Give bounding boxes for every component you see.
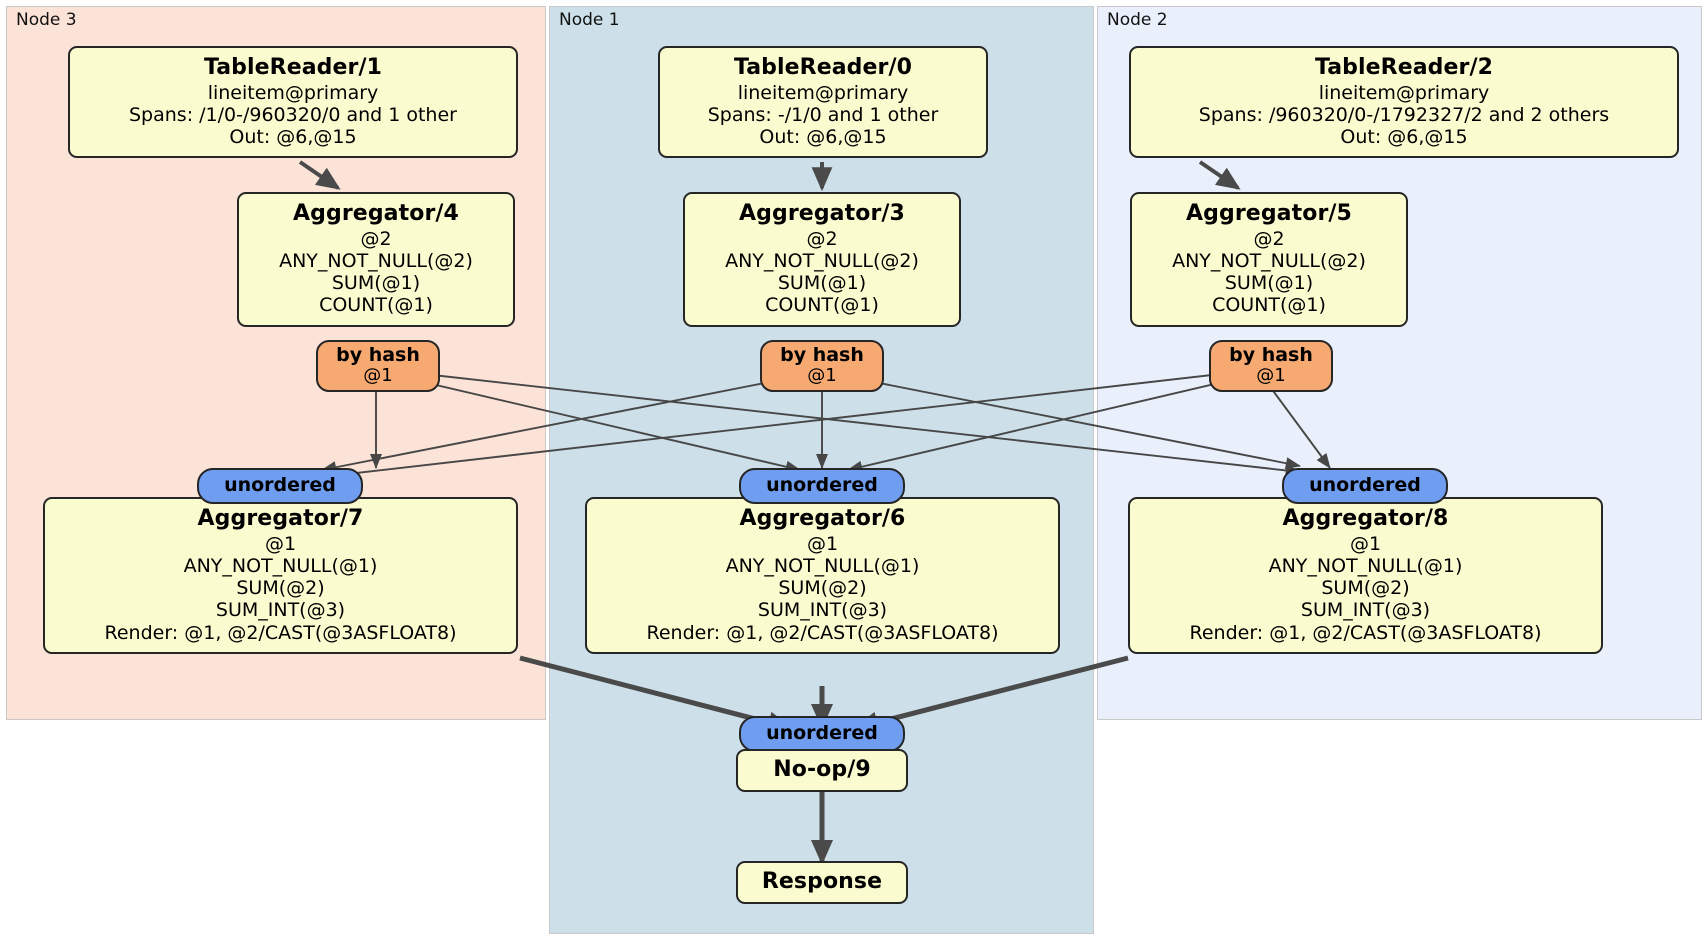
processor-title: Aggregator/4	[293, 201, 459, 226]
processor-title: Aggregator/6	[739, 506, 906, 531]
processor-line: Render: @1, @2/CAST(@3ASFLOAT8)	[646, 621, 999, 644]
hash-router-sub: @1	[363, 365, 393, 387]
processor-aggregator-5[interactable]: Aggregator/5 @2 ANY_NOT_NULL(@2) SUM(@1)…	[1130, 192, 1408, 327]
processor-title: No-op/9	[773, 757, 871, 782]
processor-line: ANY_NOT_NULL(@1)	[725, 554, 920, 577]
processor-line: ANY_NOT_NULL(@1)	[1268, 554, 1463, 577]
processor-line: COUNT(@1)	[1212, 294, 1326, 317]
processor-line: Out: @6,@15	[759, 126, 887, 149]
processor-line: SUM_INT(@3)	[757, 599, 888, 622]
processor-line: @1	[1349, 532, 1382, 555]
processor-line: COUNT(@1)	[319, 294, 433, 317]
synchronizer-label: unordered	[766, 722, 878, 744]
processor-line: ANY_NOT_NULL(@1)	[183, 554, 378, 577]
processor-line: SUM_INT(@3)	[1300, 599, 1431, 622]
processor-line: SUM(@2)	[1321, 577, 1410, 600]
processor-aggregator-3[interactable]: Aggregator/3 @2 ANY_NOT_NULL(@2) SUM(@1)…	[683, 192, 961, 327]
processor-title: Aggregator/7	[197, 506, 364, 531]
hash-router-sub: @1	[807, 365, 837, 387]
processor-line: ANY_NOT_NULL(@2)	[279, 249, 473, 272]
processor-title: Aggregator/3	[739, 201, 905, 226]
processor-line: Render: @1, @2/CAST(@3ASFLOAT8)	[104, 621, 457, 644]
node-region-label-node-1: Node 1	[559, 10, 620, 30]
processor-title: TableReader/2	[1314, 55, 1494, 80]
processor-title: TableReader/0	[733, 55, 913, 80]
processor-line: SUM(@1)	[331, 272, 421, 295]
processor-line: Out: @6,@15	[229, 126, 357, 149]
processor-line: ANY_NOT_NULL(@2)	[1172, 249, 1366, 272]
processor-tablereader-0[interactable]: TableReader/0 lineitem@primary Spans: -/…	[658, 46, 988, 159]
processor-line: Spans: /960320/0-/1792327/2 and 2 others	[1198, 103, 1610, 126]
node-region-label-node-2: Node 2	[1107, 10, 1168, 30]
hash-router-head: by hash	[336, 344, 420, 366]
processor-line: Render: @1, @2/CAST(@3ASFLOAT8)	[1189, 621, 1542, 644]
processor-line: lineitem@primary	[737, 81, 909, 104]
processor-line: Spans: -/1/0 and 1 other	[707, 103, 939, 126]
node-region-label-node-3: Node 3	[16, 10, 77, 30]
processor-line: @1	[806, 532, 839, 555]
processor-line: SUM_INT(@3)	[215, 599, 346, 622]
processor-response[interactable]: Response	[736, 861, 908, 904]
processor-aggregator-7[interactable]: Aggregator/7 @1 ANY_NOT_NULL(@1) SUM(@2)…	[43, 497, 518, 654]
processor-line: SUM(@1)	[777, 272, 867, 295]
processor-line: Out: @6,@15	[1340, 126, 1468, 149]
processor-line: @2	[1253, 227, 1285, 250]
unordered-synchronizer-node-2[interactable]: unordered	[1282, 468, 1448, 505]
processor-title: Aggregator/5	[1186, 201, 1352, 226]
hash-router-node-2[interactable]: by hash @1	[1209, 340, 1333, 393]
processor-aggregator-6[interactable]: Aggregator/6 @1 ANY_NOT_NULL(@1) SUM(@2)…	[585, 497, 1060, 654]
processor-aggregator-8[interactable]: Aggregator/8 @1 ANY_NOT_NULL(@1) SUM(@2)…	[1128, 497, 1603, 654]
processor-line: ANY_NOT_NULL(@2)	[725, 249, 919, 272]
processor-tablereader-1[interactable]: TableReader/1 lineitem@primary Spans: /1…	[68, 46, 518, 159]
processor-aggregator-4[interactable]: Aggregator/4 @2 ANY_NOT_NULL(@2) SUM(@1)…	[237, 192, 515, 327]
processor-line: lineitem@primary	[1318, 81, 1490, 104]
processor-line: Spans: /1/0-/960320/0 and 1 other	[129, 103, 457, 126]
hash-router-head: by hash	[780, 344, 864, 366]
synchronizer-label: unordered	[224, 474, 336, 496]
processor-title: Response	[761, 869, 883, 894]
hash-router-head: by hash	[1229, 344, 1313, 366]
synchronizer-label: unordered	[766, 474, 878, 496]
hash-router-sub: @1	[1256, 365, 1286, 387]
hash-router-node-1[interactable]: by hash @1	[760, 340, 884, 393]
processor-line: COUNT(@1)	[765, 294, 879, 317]
processor-line: lineitem@primary	[207, 81, 379, 104]
processor-line: @2	[360, 227, 392, 250]
processor-line: @1	[264, 532, 297, 555]
unordered-synchronizer-final[interactable]: unordered	[739, 716, 905, 753]
processor-line: SUM(@2)	[236, 577, 325, 600]
processor-line: SUM(@1)	[1224, 272, 1314, 295]
processor-title: TableReader/1	[203, 55, 383, 80]
processor-line: @2	[806, 227, 838, 250]
processor-tablereader-2[interactable]: TableReader/2 lineitem@primary Spans: /9…	[1129, 46, 1679, 159]
hash-router-node-3[interactable]: by hash @1	[316, 340, 440, 393]
synchronizer-label: unordered	[1309, 474, 1421, 496]
unordered-synchronizer-node-3[interactable]: unordered	[197, 468, 363, 505]
processor-title: Aggregator/8	[1282, 506, 1449, 531]
processor-line: SUM(@2)	[778, 577, 867, 600]
unordered-synchronizer-node-1[interactable]: unordered	[739, 468, 905, 505]
processor-noop-9[interactable]: No-op/9	[736, 749, 908, 792]
